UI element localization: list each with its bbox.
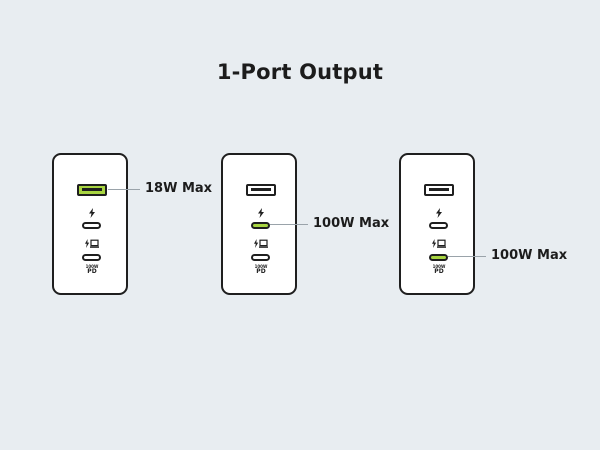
page-title: 1-Port Output (216, 60, 384, 84)
leader-line-1 (108, 189, 140, 190)
pd-marking: 100W PD (427, 265, 451, 275)
lightning-bolt-icon (436, 208, 442, 218)
lightning-laptop-icon (254, 239, 268, 248)
charger-1: 100W PD (52, 153, 128, 295)
pd-text: PD (256, 268, 266, 275)
usb-a-port (424, 184, 454, 196)
lightning-laptop-icon (85, 239, 99, 248)
lightning-bolt-icon (89, 208, 95, 218)
pd-text: PD (87, 268, 97, 275)
pd-marking: 100W PD (249, 265, 273, 275)
usb-a-port (246, 184, 276, 196)
usb-c2-port (429, 254, 448, 261)
pd-text: PD (434, 268, 444, 275)
lightning-laptop-icon (432, 239, 446, 248)
usb-c2-port (82, 254, 101, 261)
pd-wattage: 100W (432, 264, 446, 269)
charger-3: 100W PD (399, 153, 475, 295)
lightning-bolt-icon (258, 208, 264, 218)
usb-a-port (77, 184, 107, 196)
leader-line-3 (448, 256, 486, 257)
usb-c1-port (429, 222, 448, 229)
output-label-3: 100W Max (491, 248, 568, 263)
usb-c1-port (82, 222, 101, 229)
usb-c1-port (251, 222, 270, 229)
output-label-1: 18W Max (145, 181, 213, 196)
output-label-2: 100W Max (313, 216, 390, 231)
pd-wattage: 100W (254, 264, 268, 269)
charger-2: 100W PD (221, 153, 297, 295)
usb-c2-port (251, 254, 270, 261)
pd-wattage: 100W (85, 264, 99, 269)
leader-line-2 (270, 224, 308, 225)
pd-marking: 100W PD (80, 265, 104, 275)
